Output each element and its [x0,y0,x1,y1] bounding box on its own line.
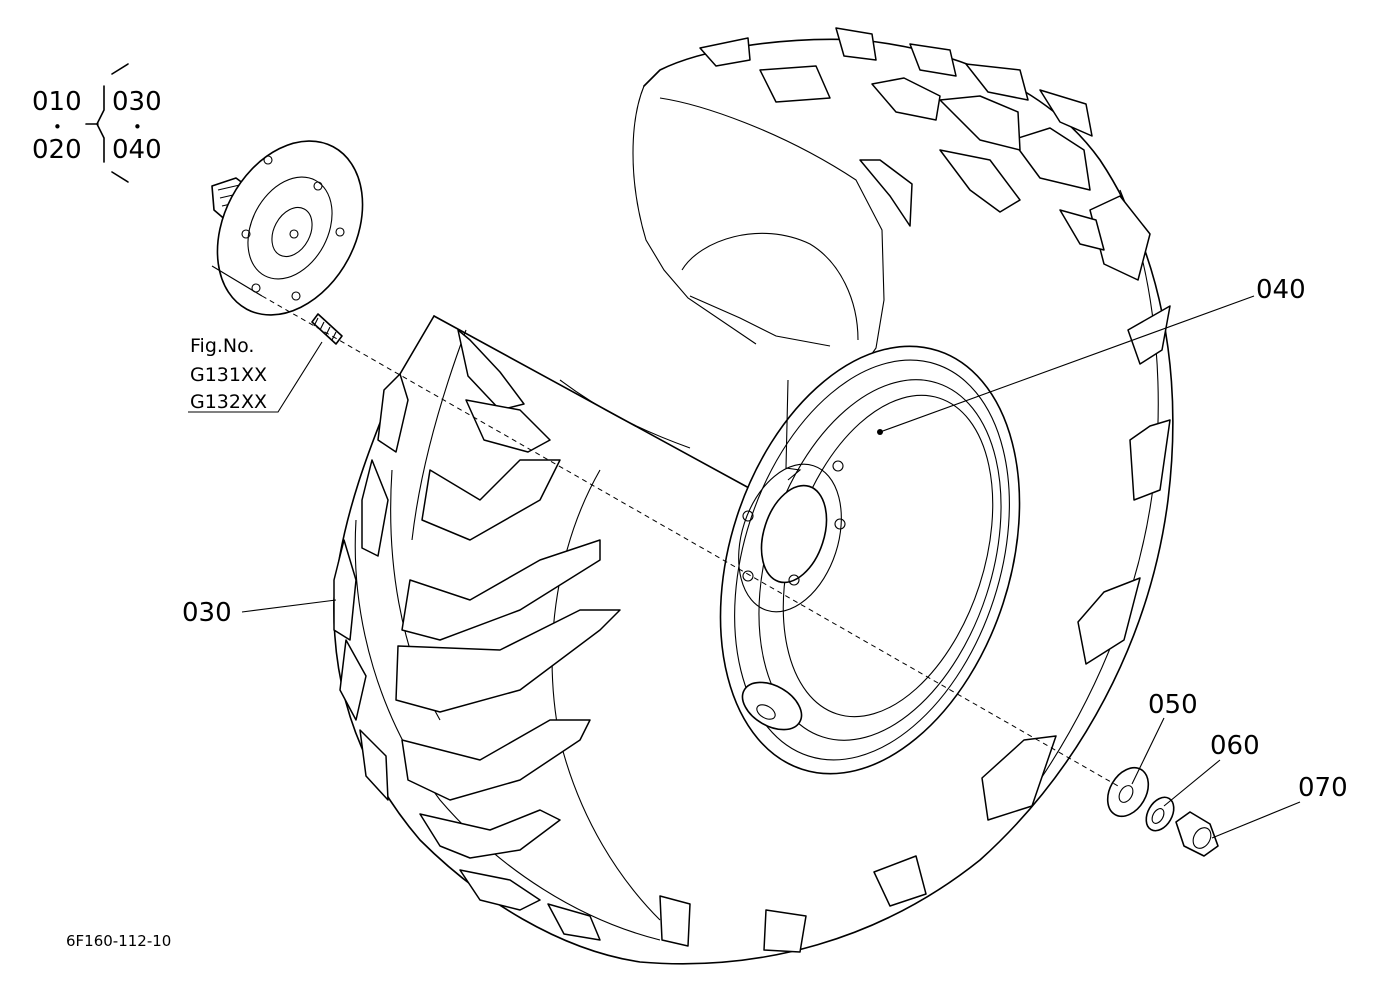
tire-030 [333,27,1174,965]
nut-070 [1175,811,1219,857]
callout-040: 040 [877,275,1306,435]
washer-050 [1106,766,1150,818]
group-dot-right: • [133,118,142,136]
hub-flange [211,140,364,316]
callout-060: 060 [1163,731,1260,807]
group-bracket-outer [111,63,129,183]
wheel-stud [311,313,343,345]
spring-washer-060 [1145,796,1175,832]
group-label-010: 010 [32,87,82,117]
drawing-number: 6F160-112-10 [66,932,171,950]
callout-040-label: 040 [1256,275,1306,305]
callout-050: 050 [1131,690,1198,785]
figure-reference-heading: Fig.No. [190,335,254,357]
callout-030-label: 030 [182,598,232,628]
group-bracket-label: 010 • 020 030 • 040 [32,63,162,183]
callout-050-label: 050 [1148,690,1198,720]
callout-030: 030 [182,598,337,628]
group-label-030: 030 [112,87,162,117]
callout-060-label: 060 [1210,731,1260,761]
figure-reference: Fig.No. G131XX G132XX [188,335,323,413]
figure-reference-g132xx: G132XX [190,391,267,413]
figure-reference-g131xx: G131XX [190,364,267,386]
group-label-020: 020 [32,135,82,165]
callout-070-label: 070 [1298,773,1348,803]
callout-070: 070 [1211,773,1348,839]
assembly-centerline [261,295,1119,787]
group-dot-left: • [53,118,62,136]
group-label-040: 040 [112,135,162,165]
rim-040 [719,345,1021,775]
